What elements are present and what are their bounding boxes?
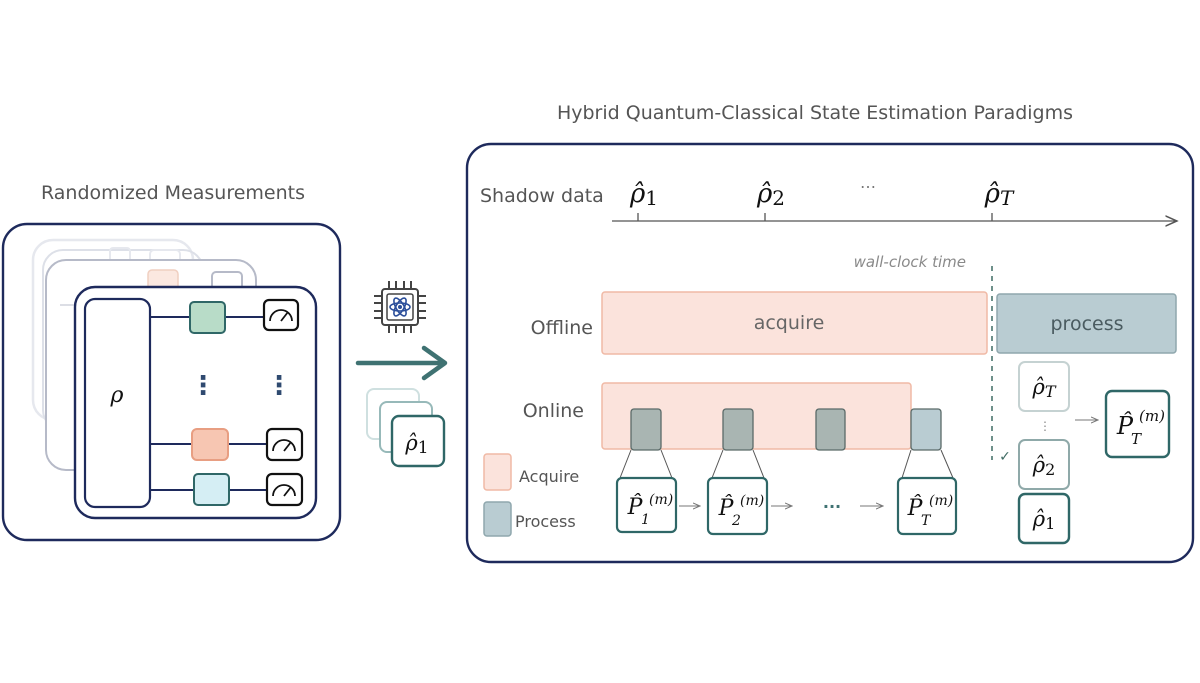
meter-icon: [265, 472, 304, 507]
estimator-box-T: P̂ (m) T: [896, 476, 958, 536]
offline-snapshot-2: ρ̂2: [1018, 439, 1070, 490]
state-box: [83, 297, 152, 509]
wall-clock-label: wall-clock time: [854, 253, 966, 271]
funnel-lines: [619, 449, 954, 479]
legend-acquire-swatch: [483, 453, 512, 491]
offline-process-bar: [996, 293, 1177, 354]
shadow-point-2: ρ̂2: [756, 179, 785, 210]
svg-text:P̂: P̂: [718, 495, 735, 521]
meters-ellipsis: ⋮: [266, 371, 292, 401]
svg-text:P̂: P̂: [907, 495, 924, 521]
gates-ellipsis: ⋮: [190, 371, 216, 401]
gate-green: [189, 301, 226, 334]
acquire-bar-label: acquire: [754, 312, 825, 334]
meter-icon: [265, 427, 304, 462]
left-panel-title: Randomized Measurements: [41, 182, 305, 204]
rho-symbol: ρ: [110, 383, 124, 408]
svg-text:ρ̂T: ρ̂T: [1031, 375, 1056, 401]
gate-blue: [193, 473, 230, 506]
legend: Acquire Process: [483, 453, 579, 537]
offline-acquire-bar: [601, 291, 988, 355]
legend-process-label: Process: [515, 512, 576, 531]
offline-label: Offline: [531, 317, 593, 339]
svg-text:(m): (m): [929, 493, 953, 509]
svg-text:ρ̂2: ρ̂2: [1032, 453, 1056, 479]
main-arrow: [355, 345, 448, 381]
svg-text:P̂: P̂: [627, 494, 644, 520]
svg-text:ρ̂1: ρ̂1: [1032, 507, 1056, 533]
shadow-ellipsis: …: [860, 173, 876, 192]
shadow-ticks: [637, 213, 993, 221]
online-process-blocks: [630, 408, 942, 451]
svg-text:(m): (m): [740, 493, 764, 509]
estimator-box-2: P̂ (m) 2: [706, 476, 769, 536]
offline-snapshot-1: ρ̂1: [1017, 492, 1071, 545]
shadow-data-label: Shadow data: [480, 185, 604, 207]
estimator-ellipsis: ···: [823, 497, 841, 516]
meter-icon: [262, 298, 300, 332]
legend-process-swatch: [483, 501, 512, 537]
svg-text:2: 2: [731, 513, 741, 529]
online-label: Online: [523, 400, 584, 422]
svg-text:P̂: P̂: [1116, 412, 1134, 440]
offline-result-box: P̂ (m) T: [1104, 389, 1171, 459]
process-bar-label: process: [1050, 313, 1123, 335]
check-icon: ✓: [999, 449, 1011, 465]
svg-text:(m): (m): [649, 492, 673, 508]
svg-text:T: T: [1131, 430, 1142, 448]
snapshot-stack: ρ̂1: [366, 388, 446, 468]
svg-text:1: 1: [641, 512, 650, 528]
circuit-card: ρ ⋮ ⋮: [73, 285, 318, 520]
offline-snapshot-T: ρ̂T: [1018, 361, 1070, 412]
estimator-box-1: P̂ (m) 1: [615, 476, 678, 534]
shadow-point-1: ρ̂1: [629, 179, 658, 210]
right-panel-title: Hybrid Quantum-Classical State Estimatio…: [557, 102, 1073, 124]
svg-text:T: T: [921, 513, 932, 529]
quantum-chip-icon: [374, 281, 426, 333]
legend-acquire-label: Acquire: [519, 467, 579, 486]
shadow-point-T: ρ̂T: [984, 179, 1015, 210]
stack-ellipsis: ⋮: [1039, 419, 1051, 433]
snapshot-rho1: ρ̂1: [404, 431, 428, 458]
gate-orange: [191, 428, 229, 461]
svg-text:(m): (m): [1139, 407, 1165, 425]
